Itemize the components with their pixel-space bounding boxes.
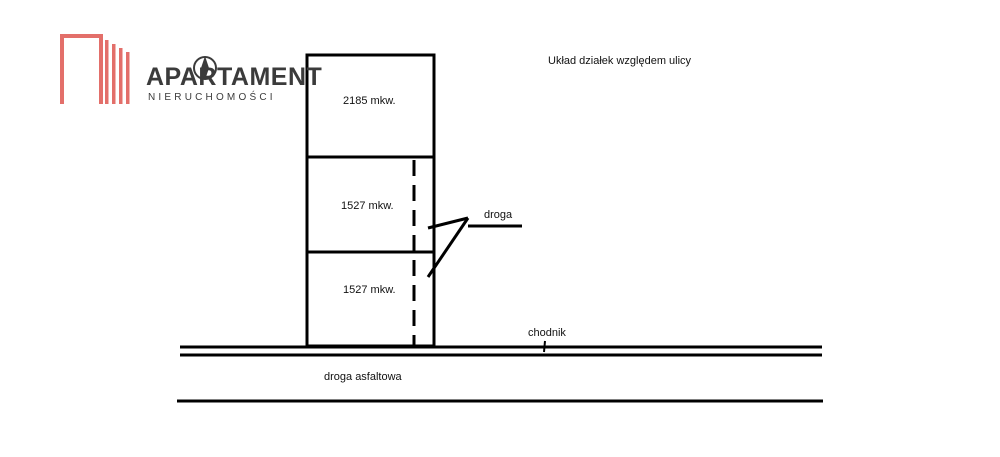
road-label: droga (484, 209, 513, 221)
compass-needle (201, 56, 209, 80)
street (177, 340, 823, 403)
sidewalk-label: chodnik (528, 327, 566, 339)
plot-label-3: 1527 mkw. (343, 284, 396, 296)
logo-mark (60, 34, 217, 104)
street-label: droga asfaltowa (324, 371, 402, 383)
logo-wordmark: APARTAMENT (146, 63, 323, 91)
logo-frame (60, 34, 103, 104)
logo-bar-1 (105, 40, 109, 104)
logo-bar-3 (119, 48, 123, 104)
pointer-upper (427, 216, 469, 230)
logo-bar-4 (126, 52, 130, 104)
plot-label-1: 2185 mkw. (343, 95, 396, 107)
logo-subtitle: NIERUCHOMOŚCI (148, 92, 276, 103)
pointer-diagonal (426, 217, 470, 278)
diagram-title: Układ działek względem ulicy (548, 55, 692, 67)
sidewalk-tick (543, 340, 546, 353)
plot-label-2: 1527 mkw. (341, 200, 394, 212)
road-pointer (426, 216, 522, 278)
logo-bar-2 (112, 44, 116, 104)
